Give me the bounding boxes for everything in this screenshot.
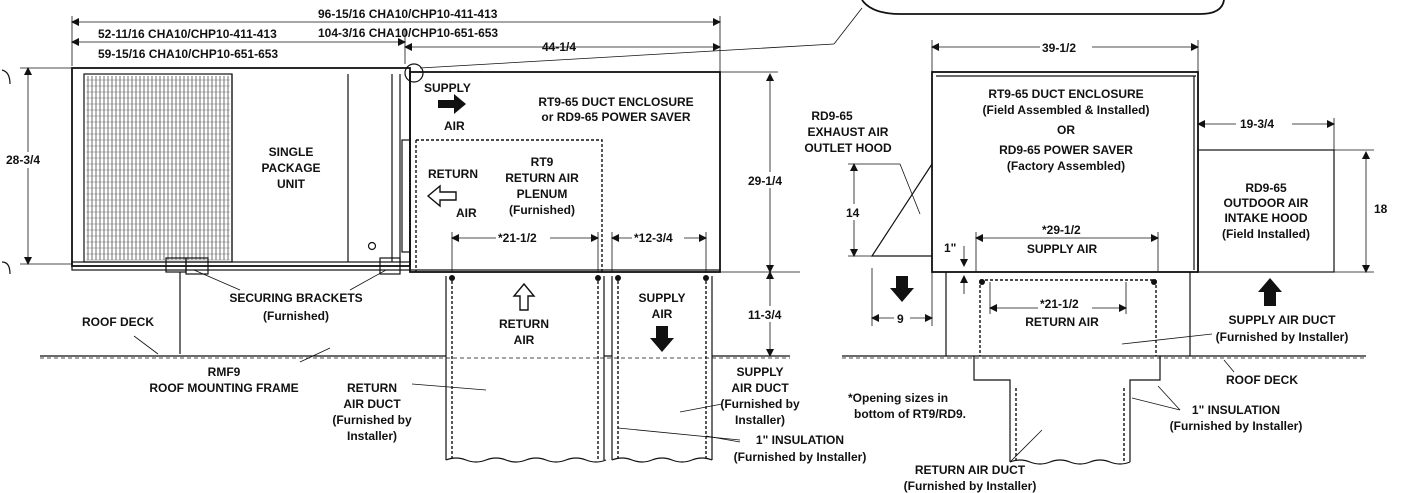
supply-duct-right-1: SUPPLY AIR DUCT: [1229, 313, 1337, 327]
dim-18: 18: [1374, 202, 1388, 216]
dim-283: 28-3/4: [6, 153, 40, 167]
duct-enclosure: [409, 71, 721, 273]
securing-bracket-right: [379, 257, 401, 275]
return-air-label: RETURN AIR: [1025, 315, 1099, 329]
right-return-duct: [973, 356, 1161, 465]
dim-1in: 1": [944, 241, 956, 255]
insulation-left-2: (Furnished by Installer): [734, 450, 867, 464]
unit-label-3: UNIT: [277, 177, 306, 191]
dim-193: 19-3/4: [1240, 117, 1274, 131]
callout-bubble: [861, 0, 1225, 15]
dim-overall: 96-15/16 CHA10/CHP10-411-413: [318, 7, 498, 21]
return-duct-arrow-2: AIR: [514, 333, 535, 347]
dim-113: 11-3/4: [748, 308, 782, 322]
supply-label-2: AIR: [444, 119, 465, 133]
intake-3: INTAKE HOOD: [1224, 211, 1307, 225]
dim-123: *12-3/4: [634, 231, 673, 245]
dim-5915: 59-15/16 CHA10/CHP10-651-653: [98, 47, 278, 61]
exhaust-1: RD9-65: [811, 109, 853, 123]
dim-9: 9: [897, 312, 904, 326]
opening-note-2: bottom of RT9/RD9.: [854, 407, 966, 421]
exhaust-down-arrow-icon: [890, 276, 914, 302]
right-enclosure-4: RD9-65 POWER SAVER: [999, 143, 1133, 157]
dim-391: 39-1/2: [1042, 41, 1076, 55]
unit-label-1: SINGLE: [269, 145, 314, 159]
return-side-2: AIR: [456, 206, 477, 220]
callout-leader: [419, 43, 835, 69]
supply-duct-arrow-2: AIR: [652, 307, 673, 321]
dim-5211: 52-11/16 CHA10/CHP10-411-413: [98, 27, 277, 41]
return-duct-right-1: RETURN AIR DUCT: [915, 463, 1026, 477]
return-duct-1: RETURN: [347, 381, 397, 395]
plenum-label-2: RETURN AIR: [505, 171, 579, 185]
supply-duct-arrow-1: SUPPLY: [639, 291, 686, 305]
frame-label-1: RMF9: [208, 365, 241, 379]
plenum-label-4: (Furnished): [509, 203, 575, 217]
return-air-duct: [445, 275, 607, 463]
right-enclosure-3: OR: [1057, 123, 1075, 137]
brackets-label-1: SECURING BRACKETS: [229, 291, 362, 305]
return-duct-3: (Furnished by: [332, 413, 412, 427]
intake-up-arrow-icon: [1258, 278, 1282, 306]
enclosure-label-2: or RD9-65 POWER SAVER: [541, 110, 690, 124]
supply-duct-2: AIR DUCT: [731, 381, 789, 395]
dim-211-right: *21-1/2: [1040, 297, 1079, 311]
unit-label-2: PACKAGE: [261, 161, 320, 175]
supply-label-1: SUPPLY: [424, 81, 471, 95]
return-plenum: [416, 139, 603, 272]
supply-duct-right-2: (Furnished by Installer): [1216, 330, 1349, 344]
roof-deck-right-label: ROOF DECK: [1226, 373, 1298, 387]
return-duct-arrow-1: RETURN: [499, 317, 549, 331]
return-up-arrow-icon: [512, 282, 536, 311]
insulation-right-2: (Furnished by Installer): [1170, 419, 1303, 433]
package-unit: [71, 67, 411, 267]
return-arrow-icon: [426, 184, 457, 208]
right-supply-duct: [945, 272, 1191, 356]
return-duct-2: AIR DUCT: [343, 397, 401, 411]
intake-hood: [1197, 149, 1335, 273]
intake-4: (Field Installed): [1222, 227, 1310, 241]
dim-14: 14: [846, 206, 860, 220]
return-duct-right-2: (Furnished by Installer): [904, 479, 1037, 493]
plenum-label-3: PLENUM: [517, 187, 568, 201]
opening-note-1: *Opening sizes in: [848, 391, 948, 405]
supply-duct-1: SUPPLY: [737, 365, 784, 379]
insulation-left-1: 1" INSULATION: [756, 433, 844, 447]
dim-441: 44-1/4: [542, 40, 576, 54]
insulation-right-1: 1" INSULATION: [1192, 403, 1280, 417]
dim-291: 29-1/4: [748, 174, 782, 188]
supply-air-label: SUPPLY AIR: [1027, 242, 1098, 256]
frame-label-2: ROOF MOUNTING FRAME: [149, 381, 298, 395]
plenum-label-1: RT9: [531, 155, 554, 169]
return-side-1: RETURN: [428, 167, 478, 181]
supply-down-arrow-icon: [650, 326, 674, 352]
right-enclosure-5: (Factory Assembled): [1007, 159, 1125, 173]
supply-air-duct: [611, 275, 713, 463]
roof-deck-left-label: ROOF DECK: [82, 315, 154, 329]
intake-2: OUTDOOR AIR: [1224, 196, 1309, 210]
dim-1043: 104-3/16 CHA10/CHP10-651-653: [318, 26, 498, 40]
dim-291-right: *29-1/2: [1042, 223, 1081, 237]
exhaust-hood: [870, 163, 933, 257]
exhaust-2: EXHAUST AIR: [808, 125, 889, 139]
callout-circle: [404, 63, 424, 83]
condenser-coil-grille: [83, 73, 233, 263]
exhaust-3: OUTLET HOOD: [804, 141, 892, 155]
dim-211-left: *21-1/2: [498, 231, 537, 245]
enclosure-label-1: RT9-65 DUCT ENCLOSURE: [538, 95, 693, 109]
brackets-label-2: (Furnished): [263, 309, 329, 323]
return-duct-4: Installer): [347, 429, 397, 443]
supply-duct-3: (Furnished by: [720, 397, 800, 411]
right-enclosure-2: (Field Assembled & Installed): [983, 103, 1150, 117]
supply-arrow-icon: [438, 94, 466, 114]
supply-duct-4: Installer): [735, 413, 785, 427]
intake-1: RD9-65: [1245, 181, 1287, 195]
right-enclosure-1: RT9-65 DUCT ENCLOSURE: [988, 87, 1143, 101]
